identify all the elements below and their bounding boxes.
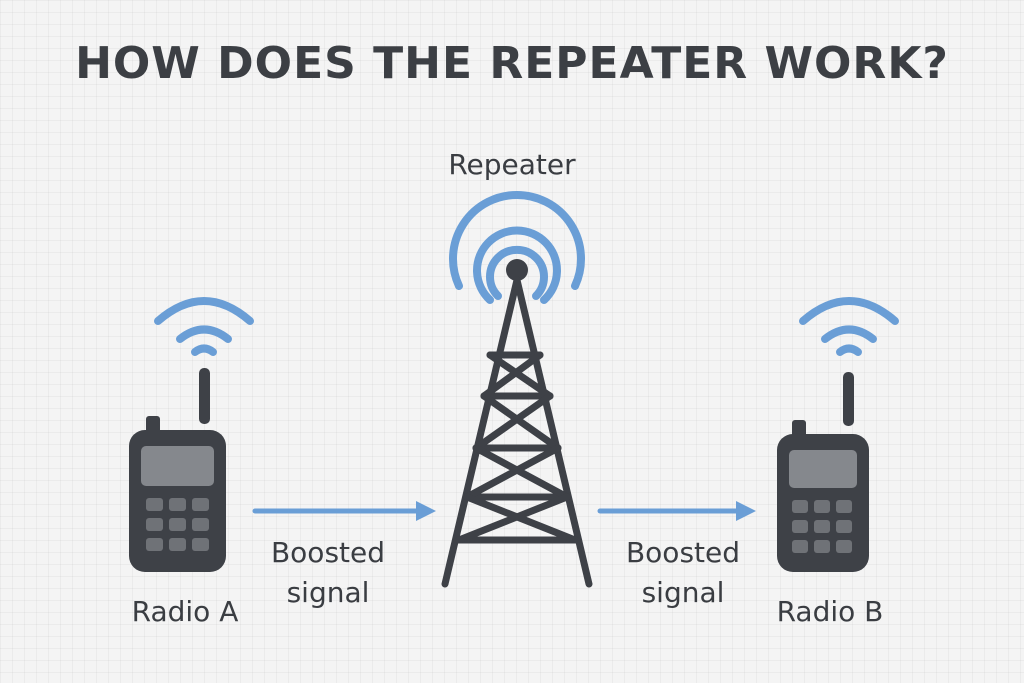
radio-a-signal-waves-icon	[154, 297, 254, 356]
repeater-label: Repeater	[448, 148, 576, 181]
radio-a-walkie-talkie-icon	[129, 368, 226, 572]
right-arrow-right-icon	[597, 501, 756, 521]
repeater-wave-middle	[473, 226, 561, 304]
radio-a-label: Radio A	[131, 595, 239, 628]
signal-label-left: Boosted signal	[270, 536, 386, 609]
repeater-wave-outer	[449, 191, 585, 290]
left-arrow-right-icon	[252, 501, 436, 521]
signal-label-right: Boosted signal	[625, 536, 741, 609]
radio-b-label: Radio B	[776, 595, 884, 628]
repeater-wave-inner	[486, 245, 548, 300]
repeater-signal-waves-icon	[449, 191, 585, 304]
diagram-title: HOW DOES THE REPEATER WORK?	[75, 38, 949, 89]
radio-b-walkie-talkie-icon	[777, 372, 869, 572]
radio-b-signal-waves-icon	[799, 297, 899, 356]
radio-tower-icon	[441, 259, 593, 588]
